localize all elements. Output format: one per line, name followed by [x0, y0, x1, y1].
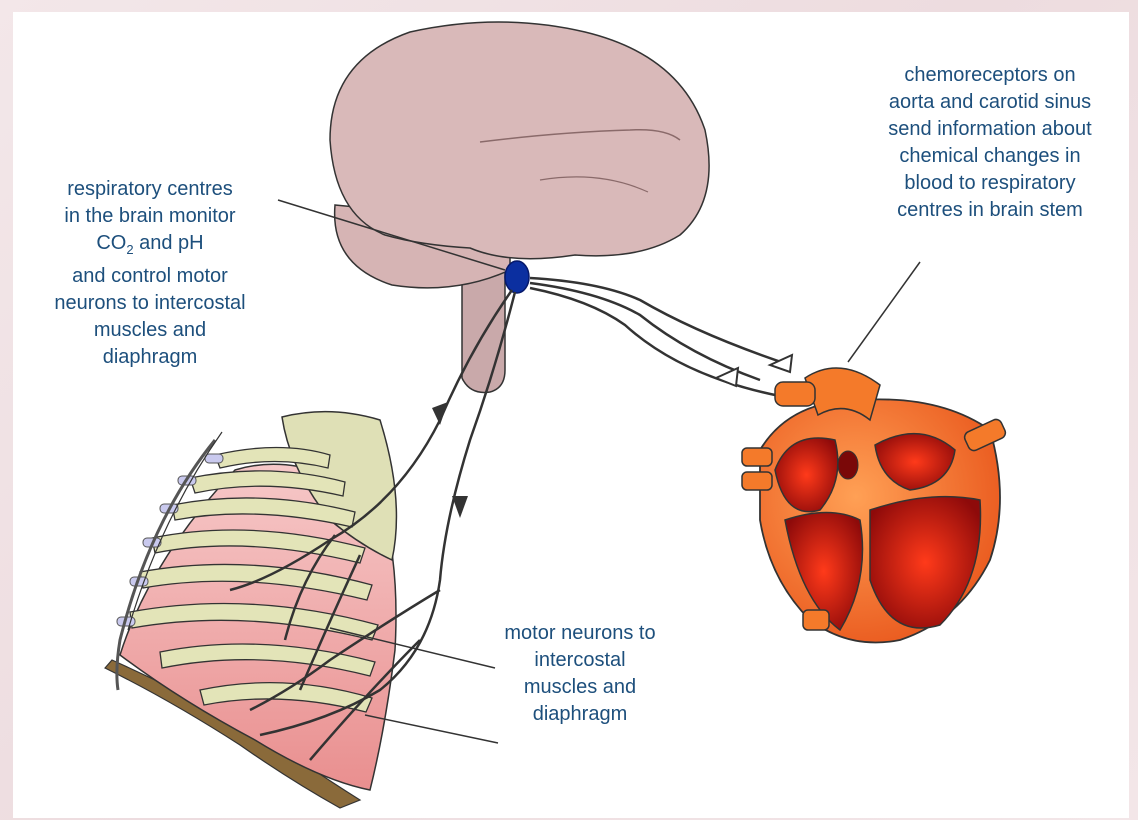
label-line: motor neurons to	[455, 620, 705, 647]
heart	[742, 368, 1007, 642]
label-line: diaphragm	[10, 344, 290, 371]
signal-arrow-upper	[770, 355, 792, 372]
afferent-nerves	[530, 278, 790, 395]
signal-arrow-lower	[716, 368, 738, 386]
label-line: and control motor	[10, 263, 290, 290]
label-line: in the brain monitor	[10, 203, 290, 230]
left-ventricle	[870, 497, 981, 628]
label-line: muscles and	[455, 674, 705, 701]
label-line: aorta and carotid sinus	[840, 89, 1138, 116]
label-line: send information about	[840, 116, 1138, 143]
label-respiratory-centres: respiratory centres in the brain monitor…	[10, 176, 290, 371]
label-motor-neurons: motor neurons to intercostal muscles and…	[455, 620, 705, 728]
brain-stem	[462, 270, 505, 392]
cerebrum	[330, 22, 709, 259]
label-line-co2: CO2 and pH	[10, 230, 290, 263]
motor-arrow-right	[452, 496, 468, 518]
label-line: blood to respiratory	[840, 170, 1138, 197]
label-line: intercostal	[455, 647, 705, 674]
label-line: chemical changes in	[840, 143, 1138, 170]
respiratory-centre-marker	[505, 261, 529, 293]
label-line: neurons to intercostal	[10, 290, 290, 317]
motor-arrow-left	[432, 402, 448, 425]
label-line: diaphragm	[455, 701, 705, 728]
label-line: centres in brain stem	[840, 197, 1138, 224]
brain	[330, 22, 709, 392]
leader-chemoreceptors	[848, 262, 920, 362]
label-line: chemoreceptors on	[840, 62, 1138, 89]
label-chemoreceptors: chemoreceptors on aorta and carotid sinu…	[840, 62, 1138, 224]
label-line: respiratory centres	[10, 176, 290, 203]
rib-cage	[105, 412, 396, 808]
label-line: muscles and	[10, 317, 290, 344]
